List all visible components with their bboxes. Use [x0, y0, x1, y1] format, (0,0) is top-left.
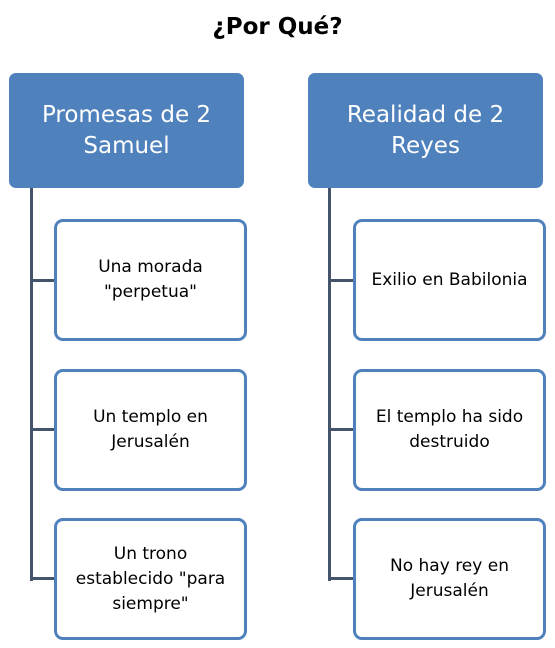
- left-branch-connector-3: [30, 577, 54, 580]
- promesa-box-morada: Una morada "perpetua": [54, 219, 247, 341]
- header-box-realidad: Realidad de 2 Reyes: [308, 73, 543, 188]
- left-branch-connector-1: [30, 279, 54, 282]
- promesa-label-trono: Un trono establecido "para siempre": [75, 543, 226, 614]
- right-branch-connector-3: [328, 577, 353, 580]
- diagram-title: ¿Por Qué?: [212, 14, 343, 40]
- right-branch-connector-2: [328, 428, 353, 431]
- header-label-realidad: Realidad de 2 Reyes: [346, 101, 505, 159]
- left-vertical-connector: [30, 188, 33, 581]
- header-label-promesas: Promesas de 2 Samuel: [41, 101, 212, 159]
- promesa-label-templo: Un templo en Jerusalén: [93, 407, 208, 452]
- realidad-box-templo: El templo ha sido destruido: [353, 369, 546, 491]
- realidad-label-exilio: Exilio en Babilonia: [371, 269, 528, 290]
- left-branch-connector-2: [30, 428, 54, 431]
- realidad-box-exilio: Exilio en Babilonia: [353, 219, 546, 341]
- realidad-box-rey: No hay rey en Jerusalén: [353, 518, 546, 640]
- realidad-label-templo: El templo ha sido destruido: [375, 407, 524, 452]
- right-vertical-connector: [328, 188, 331, 581]
- promesa-box-templo: Un templo en Jerusalén: [54, 369, 247, 491]
- realidad-label-rey: No hay rey en Jerusalén: [390, 556, 509, 601]
- promesa-box-trono: Un trono establecido "para siempre": [54, 518, 247, 640]
- promesa-label-morada: Una morada "perpetua": [98, 257, 203, 302]
- right-branch-connector-1: [328, 279, 353, 282]
- header-box-promesas: Promesas de 2 Samuel: [9, 73, 244, 188]
